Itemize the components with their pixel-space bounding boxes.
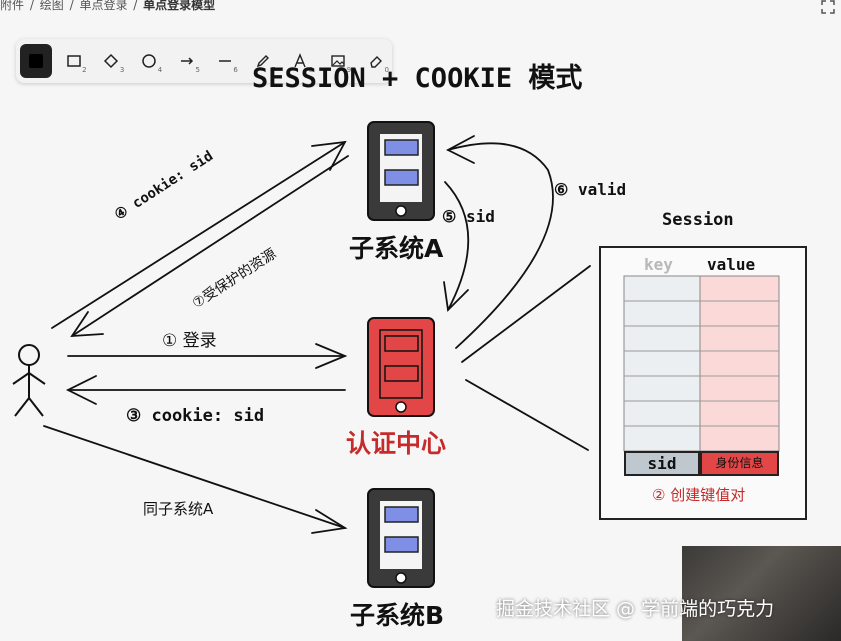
- breadcrumb: 附件 / 绘图 / 单点登录 / 单点登录模型: [0, 0, 216, 12]
- step2-label: ② 创建键值对: [652, 486, 746, 504]
- image-icon: [331, 55, 345, 67]
- auth-center-device: [367, 317, 435, 417]
- user-figure: [12, 344, 46, 417]
- select-tool[interactable]: [20, 44, 52, 78]
- session-sid-cell: sid: [624, 451, 700, 476]
- ellipse-tool[interactable]: 4: [133, 44, 165, 78]
- eraser-tool[interactable]: 0: [360, 44, 392, 78]
- subsystem-b-label: 子系统B: [350, 601, 445, 630]
- line-auth-to-session-top: [461, 265, 591, 363]
- rectangle-tool[interactable]: 2: [58, 44, 90, 78]
- subsystem-a-label: 子系统A: [349, 234, 444, 263]
- pencil-icon: [256, 55, 269, 68]
- diagram-title: SESSION + COOKIE 模式: [252, 63, 583, 94]
- breadcrumb-item[interactable]: 单点登录: [79, 0, 128, 12]
- session-store: [599, 246, 807, 520]
- line-auth-to-session-bottom: [465, 379, 589, 451]
- drawing-toolbar: 2 3 4 5 6 7 8 9 0: [16, 39, 392, 83]
- same-as-a-label: 同子系统A: [143, 500, 214, 518]
- step5-label: ⑤ sid: [442, 207, 495, 226]
- breadcrumb-item[interactable]: 附件: [0, 0, 25, 12]
- eraser-icon: [370, 56, 383, 68]
- session-title: Session: [662, 210, 734, 230]
- line-tool[interactable]: 6: [209, 44, 241, 78]
- subsystem-a-device: [367, 121, 435, 221]
- pencil-tool[interactable]: 7: [247, 44, 279, 78]
- ellipse-icon: [142, 54, 157, 68]
- text-tool[interactable]: 8: [285, 44, 317, 78]
- diamond-icon: [104, 53, 119, 69]
- image-tool[interactable]: 9: [322, 44, 354, 78]
- breadcrumb-item[interactable]: 绘图: [39, 0, 64, 12]
- auth-center-label: 认证中心: [346, 429, 447, 458]
- value-header: value: [707, 255, 756, 274]
- arrow-sid-to-auth: [444, 181, 470, 311]
- fullscreen-icon[interactable]: [821, 0, 835, 14]
- key-header: key: [644, 255, 673, 274]
- select-icon: [28, 54, 43, 68]
- watermark: 掘金技术社区 @ 学前端的巧克力: [496, 598, 775, 620]
- step3-label: ③ cookie: sid: [126, 406, 265, 426]
- presenter-video-overlay: [682, 546, 841, 641]
- arrow-icon: [181, 57, 194, 65]
- arrow-tool[interactable]: 5: [171, 44, 203, 78]
- diamond-tool[interactable]: 3: [96, 44, 128, 78]
- breadcrumb-current: 单点登录模型: [143, 0, 216, 12]
- line-icon: [218, 60, 231, 62]
- session-identity-cell: 身份信息: [700, 451, 779, 476]
- subsystem-b-device: [367, 488, 435, 588]
- step1-label: ① 登录: [162, 331, 217, 351]
- arrow-protected-resource: [71, 155, 349, 337]
- arrow-to-subsystem-b: [43, 425, 346, 529]
- arrow-cookie-to-subsystem-a: [51, 141, 346, 329]
- rectangle-icon: [66, 55, 81, 67]
- arrow-valid-to-subsystem-a: [447, 142, 554, 349]
- step6-label: ⑥ valid: [554, 180, 627, 199]
- text-icon: [294, 53, 307, 68]
